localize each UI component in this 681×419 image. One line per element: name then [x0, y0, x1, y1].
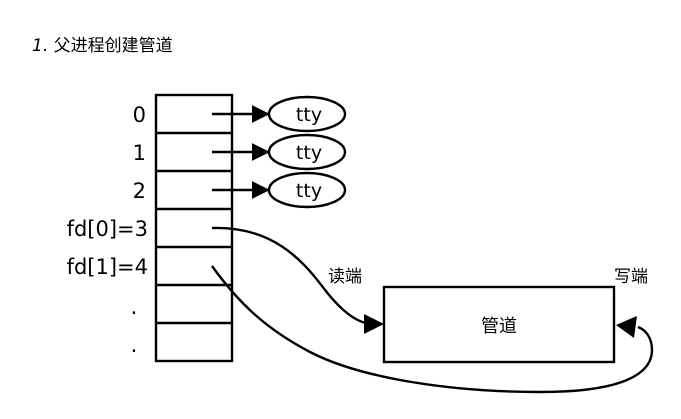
fd-slot-label-6: . — [131, 333, 138, 357]
fd-slot-label-5: . — [131, 295, 138, 319]
fd-slot-label-0: 0 — [133, 103, 146, 127]
tty-ellipse — [267, 171, 347, 209]
pipe-box — [382, 285, 616, 364]
fd-slot-label-4: fd[1]=4 — [67, 255, 148, 279]
tty-label: tty — [296, 180, 322, 202]
tty-group-1: tty — [212, 133, 347, 171]
figure-caption: 1. 父进程创建管道 — [32, 35, 173, 57]
pipe-box-group: 管道 — [382, 285, 616, 364]
tty-label: tty — [296, 142, 322, 164]
write-end-arrowhead — [616, 316, 637, 338]
tty-ellipse — [267, 95, 347, 133]
caption-number: 1. — [32, 36, 49, 56]
tty-group-2: tty — [212, 171, 347, 209]
write-end-connector — [211, 265, 654, 394]
read-end-arrowhead — [364, 314, 384, 334]
caption-title: 父进程创建管道 — [53, 36, 173, 56]
write-end-label: 写端 — [614, 267, 648, 287]
tty-ellipse — [267, 133, 347, 171]
pipe-label: 管道 — [481, 316, 517, 337]
tty-label: tty — [296, 104, 322, 126]
read-end-label: 读端 — [328, 267, 362, 287]
fd-slot-label-3: fd[0]=3 — [67, 217, 148, 241]
fd-slot-label-2: 2 — [133, 179, 146, 203]
tty-group-0: tty — [212, 95, 347, 133]
fd-slot-labels: 0 1 2 fd[0]=3 fd[1]=4 . . — [67, 103, 148, 357]
read-end-connector — [211, 226, 367, 325]
fd-slot-label-1: 1 — [133, 141, 146, 165]
